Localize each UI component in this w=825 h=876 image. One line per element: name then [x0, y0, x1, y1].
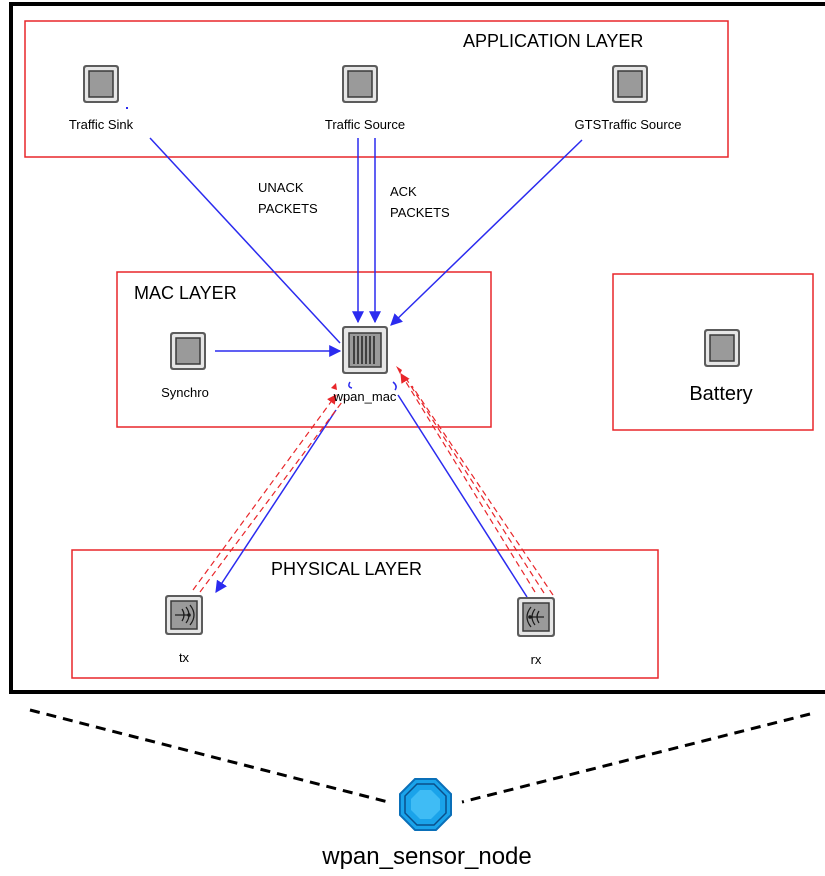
gts-traffic-source-module[interactable]: GTSTraffic Source [575, 64, 682, 132]
processor-icon [703, 328, 741, 368]
processor-icon [169, 331, 207, 371]
traffic-sink-module[interactable]: Traffic Sink [69, 64, 134, 132]
stream-gts-to-mac [390, 139, 583, 326]
receiver-icon [517, 597, 555, 637]
zoom-lines [29, 708, 811, 804]
battery-module[interactable]: Battery [689, 328, 753, 405]
unack-packets-label-line2: PACKETS [258, 201, 318, 216]
rx-module[interactable]: rx [517, 597, 555, 667]
sensor-node[interactable]: wpan_sensor_node [321, 778, 532, 870]
traffic-sink-label: Traffic Sink [69, 117, 134, 132]
physical-layer-title: PHYSICAL LAYER [271, 559, 422, 579]
unack-packets-label-line1: UNACK [258, 180, 304, 195]
synchro-label: Synchro [161, 385, 209, 400]
gts-traffic-source-label: GTSTraffic Source [575, 117, 682, 132]
statwire-rx-to-mac-2 [406, 379, 545, 594]
processor-icon [82, 64, 120, 104]
battery-label: Battery [689, 383, 752, 405]
mac-layer-title: MAC LAYER [134, 283, 237, 303]
processor-icon [611, 64, 649, 104]
stream-mac-to-tx [215, 409, 337, 594]
statwire-rx-to-mac-3 [411, 385, 554, 596]
application-layer-title: APPLICATION LAYER [463, 31, 643, 51]
wpan-mac-label: wpan_mac [333, 389, 397, 404]
statwire-tx-to-mac-2 [199, 397, 346, 593]
sensor-node-label: wpan_sensor_node [321, 843, 532, 870]
synchro-module[interactable]: Synchro [161, 331, 209, 400]
ack-packets-label-line2: PACKETS [390, 205, 450, 220]
stream-connections [149, 137, 583, 598]
stream-mac-to-sink [149, 137, 341, 344]
stream-rx-to-mac [397, 394, 528, 598]
transmitter-icon [165, 595, 203, 635]
traffic-source-label: Traffic Source [325, 117, 405, 132]
physical-layer-box [71, 549, 659, 679]
statwire-tx-to-mac-1 [192, 394, 337, 591]
traffic-source-module[interactable]: Traffic Source [325, 64, 405, 132]
statwire-rx-to-mac-1 [400, 373, 536, 593]
statistic-wires [192, 373, 554, 596]
battery-layer-box [612, 273, 814, 431]
tx-label: tx [179, 650, 190, 665]
wpan-mac-module[interactable]: wpan_mac [333, 326, 397, 404]
mac-layer-box [116, 271, 492, 428]
queue-icon [342, 326, 388, 374]
rx-label: rx [531, 652, 542, 667]
ack-packets-label-line1: ACK [390, 184, 417, 199]
application-layer-box [24, 20, 729, 158]
node-frame [9, 2, 825, 694]
sensor-node-icon [399, 778, 452, 831]
tx-module[interactable]: tx [165, 595, 203, 665]
processor-icon [341, 64, 379, 104]
